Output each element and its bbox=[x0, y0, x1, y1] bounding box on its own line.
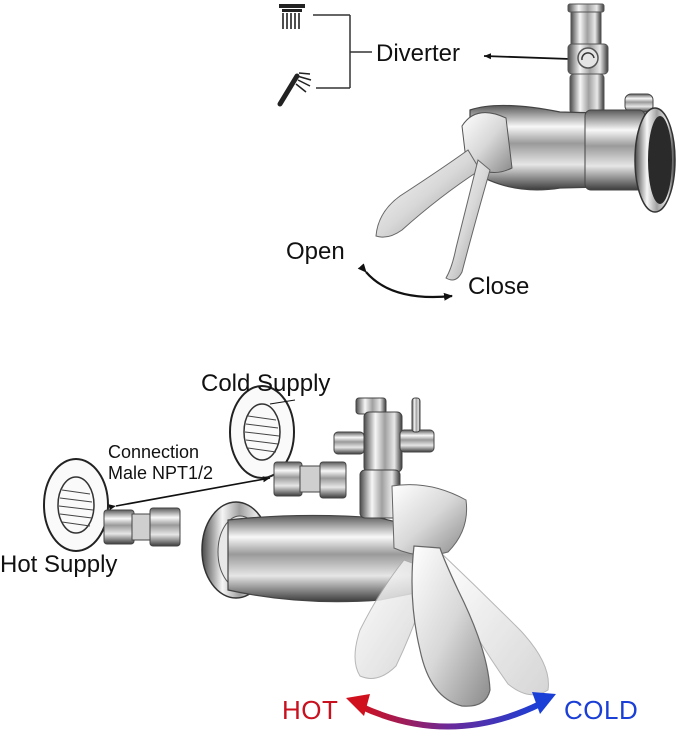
connection-arrow bbox=[108, 476, 271, 511]
diverter-bracket bbox=[313, 14, 372, 89]
connection-label-line1: Connection bbox=[108, 442, 200, 462]
cold-label: COLD bbox=[564, 695, 639, 725]
hot-label: HOT bbox=[282, 695, 339, 725]
open-label: Open bbox=[286, 238, 345, 265]
hot-supply-plate bbox=[43, 458, 109, 552]
diverter-arrow bbox=[483, 53, 571, 60]
hot-supply-label: Hot Supply bbox=[0, 551, 118, 578]
top-valve bbox=[375, 3, 676, 281]
connection-label-line2: Male NPT1/2 bbox=[108, 462, 214, 483]
open-close-arrow bbox=[357, 263, 453, 301]
cold-supply-leader bbox=[269, 399, 296, 405]
hot-cold-arrow bbox=[346, 692, 556, 730]
overhead-shower-icon bbox=[279, 4, 305, 29]
cold-supply-label: Cold Supply bbox=[201, 370, 331, 397]
diverter-label: Diverter bbox=[376, 40, 461, 67]
hand-shower-icon bbox=[277, 72, 312, 107]
close-label: Close bbox=[468, 273, 530, 300]
hot-connector bbox=[103, 507, 181, 547]
bottom-valve bbox=[201, 397, 549, 707]
connection-label: Connection Male NPT1/2 bbox=[108, 442, 213, 483]
cold-connector bbox=[273, 461, 347, 499]
